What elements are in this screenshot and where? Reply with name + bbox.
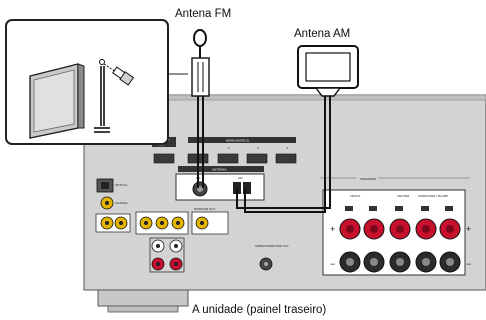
- digital-audio-inputs: OPTICAL COAXIAL: [96, 178, 128, 210]
- pushpin-icon: [103, 63, 135, 86]
- hdmi-in-2-port: [217, 153, 239, 164]
- antenna-terminal-block: ANTENNA FM AM: [175, 166, 265, 201]
- fm-antenna-label: Antena FM: [175, 8, 231, 20]
- front-label: FRONT: [350, 194, 360, 198]
- plus-right: +: [466, 224, 471, 234]
- fm-antenna-loop: [193, 29, 207, 47]
- antenna-label-plate: [178, 166, 264, 172]
- am-terminal-right: [243, 182, 251, 194]
- fm-antenna-plug: [191, 57, 210, 97]
- am-antenna-label: Antena AM: [294, 28, 350, 40]
- optical-label: OPTICAL: [115, 183, 128, 187]
- am-antenna-cable: [244, 96, 326, 213]
- hdmi-in-4-label: 4: [286, 146, 288, 150]
- hdmi-in-4-port: [275, 153, 297, 164]
- antenna-label: ANTENNA: [212, 167, 226, 171]
- am-antenna: [236, 45, 359, 213]
- speakers-label: SPEAKERS: [360, 177, 376, 181]
- receiver-foot-base: [107, 305, 179, 313]
- hdmi-in-3-label: 3: [257, 146, 259, 150]
- inset-pin-icon: [99, 59, 105, 65]
- monitor-out-label: MONITOR OUT: [194, 207, 215, 211]
- minus-left: −: [330, 259, 335, 269]
- am-label: AM: [238, 176, 243, 180]
- speaker-terminal-block: SPEAKERS FRONT CENTER SURROUND / BI-AMP …: [320, 177, 471, 276]
- hdmi-out-port: [153, 153, 175, 164]
- hdmi-in-label-plate: [188, 137, 296, 143]
- minus-right: −: [466, 259, 471, 269]
- hdmi-in-2-label: 2: [228, 146, 230, 150]
- hdmi-in-label: HDMI (HDCP2.2): [226, 139, 249, 143]
- plus-left: +: [330, 224, 335, 234]
- analog-audio-inputs: MONITOR OUT SUBWOOFER PRE OUT: [95, 207, 289, 273]
- receiver-foot-left: [97, 289, 189, 307]
- fm-antenna-fixing-inset: [5, 19, 169, 145]
- coaxial-label: COAXIAL: [115, 201, 128, 205]
- subwoofer-label: SUBWOOFER PRE OUT: [255, 244, 289, 248]
- surround-label: SURROUND / BI-AMP: [418, 194, 448, 198]
- am-antenna-stand: [314, 87, 342, 97]
- fm-antenna: [191, 29, 210, 188]
- hdmi-in-3-port: [246, 153, 268, 164]
- unit-caption: A unidade (painel traseiro): [192, 304, 326, 316]
- center-label: CENTER: [397, 194, 410, 198]
